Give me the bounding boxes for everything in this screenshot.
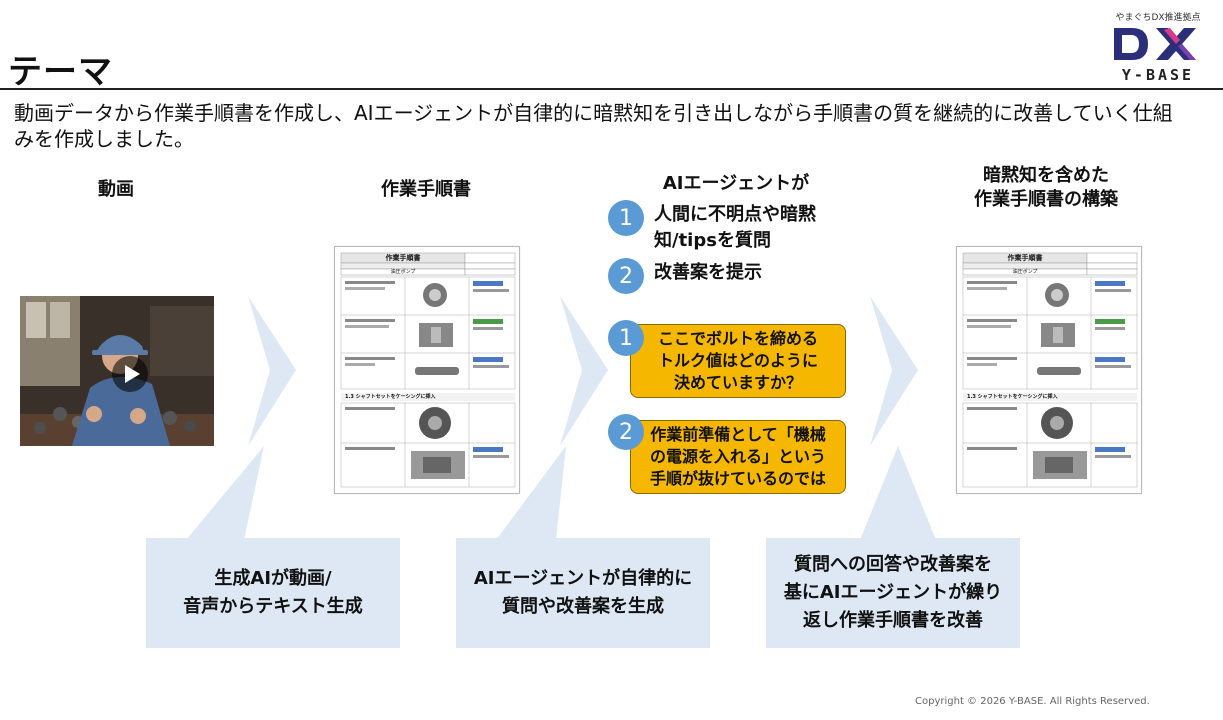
agent-step-line: 改善案を提示 [654,262,762,283]
agent-heading: AIエージェントが [662,173,810,194]
callout-tail-2 [496,446,566,540]
doc-thumb-section: 1.3 シャフトセットをケーシングに挿入 [967,393,1127,401]
agent-step-text: 人間に不明点や暗黙 知/tipsを質問 [654,202,816,254]
y-base-logo: やまぐちDX推進拠点 Y-BASE [1104,10,1212,86]
agent-step-line: 人間に不明点や暗黙 [654,204,816,225]
page-title: テーマ [8,52,113,92]
callout-line: 返し作業手順書を改善 [803,610,983,631]
document-heading: 作業手順書 [381,179,471,200]
improved-doc-image [962,252,1138,488]
agent-step-text: 改善案を提示 [654,260,762,286]
dx-logo-icon [1114,28,1196,60]
final-heading-line2: 作業手順書の構築 [974,189,1118,210]
bubble-line: ここでボルトを締める [657,329,818,348]
doc-thumb-title: 作業手順書 [385,254,421,262]
bubble-number-badge: 2 [608,414,644,450]
callout-generate-text: 生成AIが動画/ 音声からテキスト生成 [146,538,400,648]
final-heading: 暗黙知を含めた 作業手順書の構築 [946,164,1146,212]
bubble-line: トルク値はどのように [657,351,818,370]
callout-tail-3 [860,446,936,540]
intro-text: 動画データから作業手順書を作成し、AIエージェントが自律的に暗黙知を引き出しなが… [14,101,1173,151]
callout-iterative-improvement: 質問への回答や改善案を 基にAIエージェントが繰り 返し作業手順書を改善 [766,538,1020,648]
doc-thumb-section: 1.3 シャフトセットをケーシングに挿入 [345,393,505,401]
callout-agent-questions: AIエージェントが自律的に 質問や改善案を生成 [456,538,710,648]
agent-step-line: 知/tipsを質問 [654,230,771,251]
logo-name: Y-BASE [1121,66,1195,84]
improved-doc-thumbnail: 作業手順書 油圧ポンプ 1.3 シャフトセットをケーシングに挿入 [956,246,1142,494]
logo-caption: やまぐちDX推進拠点 [1115,13,1201,23]
suggestion-example-bubble: 作業前準備として「機械 の電源を入れる」という 手順が抜けているのでは [630,420,846,494]
doc-thumb-product: 油圧ポンプ [390,269,416,275]
bubble-number-badge: 1 [608,320,644,356]
chevron-arrow-2 [560,296,608,446]
callout-line: 音声からテキスト生成 [183,596,363,617]
play-icon[interactable] [110,354,150,394]
callout-line: 質問への回答や改善案を [794,554,992,575]
chevron-arrow-1 [248,296,296,446]
video-heading: 動画 [98,179,134,200]
final-heading-line1: 暗黙知を含めた [983,165,1109,186]
bubble-line: 作業前準備として「機械 [650,425,826,444]
procedure-doc-thumbnail: 作業手順書 油圧ポンプ 1.3 シャフトセットをケーシングに挿入 [334,246,520,494]
copyright-text: Copyright © 2026 Y-BASE. All Rights Rese… [915,696,1150,707]
step-number-badge: 2 [608,258,644,294]
bubble-line: 手順が抜けているのでは [649,469,826,488]
agent-step-1: 1 人間に不明点や暗黙 知/tipsを質問 [608,200,816,254]
question-example-bubble: ここでボルトを締める トルク値はどのように 決めていますか？ [630,324,846,398]
procedure-doc-image [340,252,516,488]
bubble-line: の電源を入れる」という [649,447,826,466]
doc-thumb-title: 作業手順書 [1007,254,1043,262]
callout-line: 基にAIエージェントが繰り [783,582,1003,603]
bubble-line: 決めていますか？ [673,373,802,392]
callout-line: AIエージェントが自律的に [473,568,693,589]
title-divider [0,88,1223,90]
video-thumbnail[interactable] [20,296,214,446]
callout-line: 質問や改善案を生成 [502,596,664,617]
callout-line: 生成AIが動画/ [214,568,332,589]
step-number-badge: 1 [608,200,644,236]
agent-step-2: 2 改善案を提示 [608,258,762,294]
doc-thumb-product: 油圧ポンプ [1012,269,1038,275]
chevron-arrow-3 [870,296,918,446]
callout-tail-1 [186,446,264,540]
